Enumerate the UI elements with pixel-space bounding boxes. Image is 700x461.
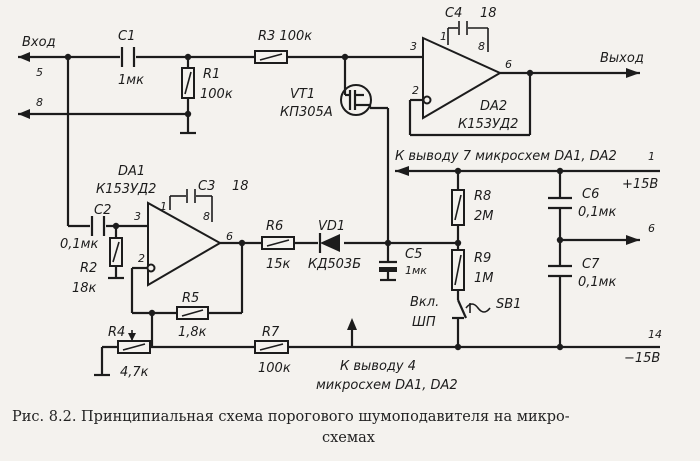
minus-supply-label: −15В	[624, 351, 660, 366]
c3-value: 18	[232, 179, 249, 194]
terminal-8: 8	[36, 96, 43, 109]
r5-value: 1,8к	[178, 325, 207, 340]
vd1-value: КД503Б	[308, 257, 361, 272]
transistor-vt1	[340, 84, 372, 116]
da2-pin6: 6	[505, 58, 512, 71]
r2-value: 18к	[72, 281, 97, 296]
da1-pin6: 6	[226, 230, 233, 243]
c7-ref: C7	[582, 257, 600, 272]
plus-supply-label: +15В	[622, 177, 658, 192]
r5-ref: R5	[182, 291, 199, 306]
r1-value: 100к	[200, 87, 233, 102]
output-label: Выход	[600, 51, 644, 66]
k-vyvodu-4-label-b: микросхем DA1, DA2	[316, 378, 458, 393]
r9-ref: R9	[474, 251, 491, 266]
terminal-1: 1	[648, 150, 655, 163]
da2-value: К153УД2	[458, 117, 518, 132]
c5-ref: C5	[405, 247, 422, 262]
r8-value: 2М	[474, 209, 494, 224]
r6-ref: R6	[266, 219, 283, 234]
da2-pin8: 8	[478, 40, 485, 53]
da1-pin3: 3	[134, 210, 141, 223]
junction-dots	[64, 53, 564, 351]
wires	[18, 27, 660, 377]
opamp-da2	[422, 36, 503, 120]
da1-value: К153УД2	[96, 182, 156, 197]
capacitor-c6	[548, 196, 572, 210]
opamp-da1	[146, 201, 223, 287]
c1-ref: C1	[118, 29, 135, 44]
c2-ref: C2	[94, 203, 111, 218]
caption-line-1: Рис. 8.2. Принципиальная схема пороговог…	[12, 409, 570, 425]
minus-arrow	[347, 318, 357, 330]
da2-pin2: 2	[412, 84, 419, 97]
r4-ref: R4	[108, 325, 125, 340]
da1-pin8: 8	[203, 210, 210, 223]
r6-value: 15к	[266, 257, 291, 272]
diode-vd1	[318, 233, 340, 253]
r1-ref: R1	[203, 67, 220, 82]
switch-label-b: ШП	[412, 315, 436, 330]
da1-pin1: 1	[160, 200, 167, 213]
c6-ref: C6	[582, 187, 599, 202]
c4-value: 18	[480, 6, 497, 21]
terminal-5: 5	[36, 66, 43, 79]
r8-ref: R8	[474, 189, 491, 204]
r7-ref: R7	[262, 325, 280, 340]
vd1-ref: VD1	[318, 219, 345, 234]
c5-value: 1мк	[405, 264, 427, 277]
capacitor-c3	[186, 189, 196, 203]
da2-ref: DA2	[480, 99, 507, 114]
c2-value: 0,1мк	[60, 237, 98, 252]
input-label: Вход	[22, 35, 56, 50]
vt1-ref: VT1	[290, 87, 315, 102]
r3-ref: R3 100к	[258, 29, 312, 44]
r9-value: 1М	[474, 271, 494, 286]
terminal-6: 6	[648, 222, 655, 235]
k-vyvodu-4-label-a: К выводу 4	[340, 359, 416, 374]
da1-pin2: 2	[138, 252, 145, 265]
c1-value: 1мк	[118, 73, 144, 88]
vt1-value: КП305А	[280, 105, 333, 120]
c3-ref: C3	[198, 179, 215, 194]
c7-value: 0,1мк	[578, 275, 616, 290]
plus-rail-arrow	[395, 166, 409, 176]
switch-sb1	[452, 299, 491, 320]
terminal-14: 14	[648, 328, 662, 341]
capacitor-c7	[548, 264, 572, 278]
capacitor-c5	[379, 260, 397, 272]
labels: Вход 5 8 C1 1мк R1 100к R3 100к VT1 КП30…	[22, 6, 662, 393]
input-arrow	[18, 52, 30, 62]
k-vyvodu-7-label: К выводу 7 микросхем DA1, DA2	[395, 149, 617, 164]
c4-ref: C4	[445, 6, 462, 21]
r4-value: 4,7к	[120, 365, 149, 380]
output-arrow	[626, 68, 640, 78]
figure-caption: Рис. 8.2. Принципиальная схема пороговог…	[12, 409, 570, 446]
switch-label-a: Вкл.	[410, 295, 439, 310]
da2-pin3: 3	[410, 40, 417, 53]
caption-line-2: схемах	[322, 430, 375, 446]
da2-pin1: 1	[440, 30, 447, 43]
sb1-ref: SB1	[496, 297, 521, 312]
out6-arrow	[626, 235, 640, 245]
capacitor-c4	[458, 21, 468, 35]
capacitor-c1	[120, 47, 136, 67]
capacitor-c2	[90, 216, 106, 236]
da1-ref: DA1	[118, 164, 145, 179]
c6-value: 0,1мк	[578, 205, 616, 220]
r2-ref: R2	[80, 261, 97, 276]
signal-arrows	[18, 52, 640, 330]
r7-value: 100к	[258, 361, 291, 376]
ground-arrow	[18, 109, 30, 119]
